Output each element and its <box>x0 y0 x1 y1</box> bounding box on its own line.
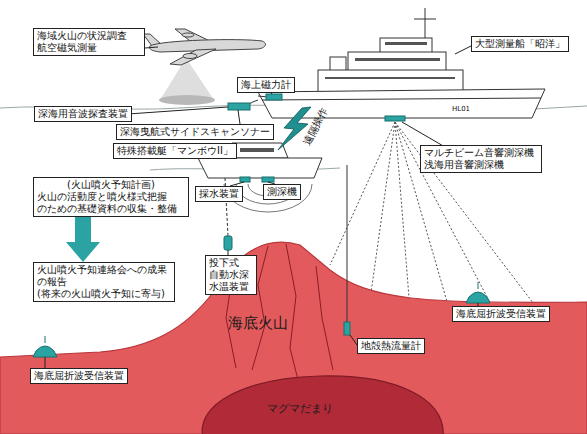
box-text: 海底屈折波受信装置 <box>34 370 124 382</box>
ship-window <box>355 58 440 61</box>
ship-deckhouse <box>318 70 463 92</box>
ship-window <box>325 77 455 79</box>
callout-box: 海上磁力計 <box>237 77 295 93</box>
box-text: 火山の活動度と噴火様式把握 のための基礎資料の収集・整備 <box>37 191 185 215</box>
callout-box: 特殊搭載艇「マンボウII」 <box>113 143 237 159</box>
sound-wave <box>236 184 300 204</box>
ship-hull <box>258 89 545 118</box>
boat-hull <box>198 158 322 178</box>
ship-bridge <box>380 38 432 53</box>
shape-label: マグマだまり <box>267 402 333 415</box>
ship-deck-line <box>262 98 541 100</box>
flow-arrow <box>75 217 91 242</box>
sea-surface <box>150 168 340 170</box>
ship-window <box>385 42 427 45</box>
box-text: (将来の火山噴火予知に寄与) <box>37 288 171 300</box>
box-text: マルチビーム音響測深機 浅海用音響測深機 <box>424 147 538 171</box>
box-text: 採水装置 <box>199 188 239 200</box>
box-text: 深海曳航式サイドスキャンソナー <box>120 126 270 138</box>
box-text: 火山噴火予知連絡会への成果 の報告 <box>37 264 171 288</box>
ship-mast <box>414 19 436 20</box>
ship-deckhouse <box>348 52 446 71</box>
callout-box: 深海曳航式サイドスキャンソナー <box>116 124 274 140</box>
box-text: (火山噴火予知計画) <box>37 179 185 191</box>
link-label: 遠隔操作 <box>302 107 330 147</box>
tow-cable <box>258 96 268 97</box>
box-text: 地殻熱流量計 <box>361 340 421 352</box>
box-text: 深海用音波探査装置 <box>38 108 128 120</box>
ship-funnel <box>330 57 346 71</box>
callout-box: 地殻熱流量計 <box>357 338 425 354</box>
box-text: 海域火山の状況調査 航空磁気測量 <box>37 30 141 54</box>
box-text: 大型測量船「昭洋」 <box>475 38 565 50</box>
seabed-volcano: 海底火山マグマだまり <box>0 230 587 434</box>
airplane <box>143 29 265 65</box>
magnetometer <box>266 94 282 100</box>
callout-box: 大型測量船「昭洋」 <box>471 36 569 52</box>
airplane-tail <box>143 34 162 46</box>
echo-sounder <box>262 177 274 182</box>
sonar-beam <box>395 122 540 312</box>
seabed-volcano-fill <box>0 242 587 434</box>
sonar-beam <box>395 122 410 310</box>
box-text: 海底屈折波受信装置 <box>456 308 546 320</box>
callout-box: 採水装置 <box>195 186 243 202</box>
tow-cable <box>248 100 258 107</box>
magnetic-beam <box>160 58 214 100</box>
box-text: 投下式 自動水深 水温装置 <box>209 257 253 293</box>
ship-mast <box>425 8 426 52</box>
leader-line <box>145 47 158 48</box>
boat-window <box>240 148 274 152</box>
airplane-body <box>149 40 265 52</box>
magma-chamber: マグマだまり <box>195 372 445 434</box>
result-box: 火山噴火予知連絡会への成果 の報告(将来の火山噴火予知に寄与) <box>33 262 175 302</box>
sonar-beam <box>330 122 395 265</box>
ship-windows <box>325 42 455 79</box>
xbt-probe <box>224 236 232 250</box>
airplane-engine <box>182 33 194 37</box>
leader-line <box>128 107 228 114</box>
callout-box: 投下式 自動水深 水温装置 <box>205 255 257 295</box>
magma-chamber-fill <box>202 376 443 434</box>
airplane-wing <box>175 29 216 45</box>
callout-box: 測深機 <box>263 184 301 200</box>
box-text: 測深機 <box>267 186 297 198</box>
callout-box: 海底屈折波受信装置 <box>30 368 128 384</box>
leader-line <box>238 110 240 124</box>
survey-ship <box>258 8 545 118</box>
airplane-engine <box>183 54 197 59</box>
callout-box: 海底屈折波受信装置 <box>452 306 550 322</box>
airplane-wing <box>170 49 216 65</box>
box-text: 特殊搭載艇「マンボウII」 <box>117 145 233 157</box>
callout-box: 海域火山の状況調査 航空磁気測量 <box>33 28 145 56</box>
callout-box: 深海用音波探査装置 <box>34 106 132 122</box>
hull-number: HL01 <box>452 106 470 113</box>
leader-line <box>402 122 445 147</box>
receiver-antenna <box>45 336 46 343</box>
leader-line <box>455 46 471 54</box>
callout-box: マルチビーム音響測深機 浅海用音響測深機 <box>420 145 542 173</box>
sonar-beams <box>330 122 540 312</box>
magma-conduit <box>226 244 333 380</box>
multibeam-transducer <box>385 116 405 121</box>
plan-box: (火山噴火予知計画)火山の活動度と噴火様式把握 のための基礎資料の収集・整備 <box>33 177 189 217</box>
water-sampler <box>240 177 250 182</box>
survey-footprint <box>159 95 215 105</box>
box-text: 海上磁力計 <box>241 79 291 91</box>
shape-label: 海底火山 <box>228 314 288 332</box>
sonar-beam <box>370 122 395 300</box>
receiver-antenna <box>478 282 479 289</box>
side-scan-sonar <box>228 103 250 110</box>
